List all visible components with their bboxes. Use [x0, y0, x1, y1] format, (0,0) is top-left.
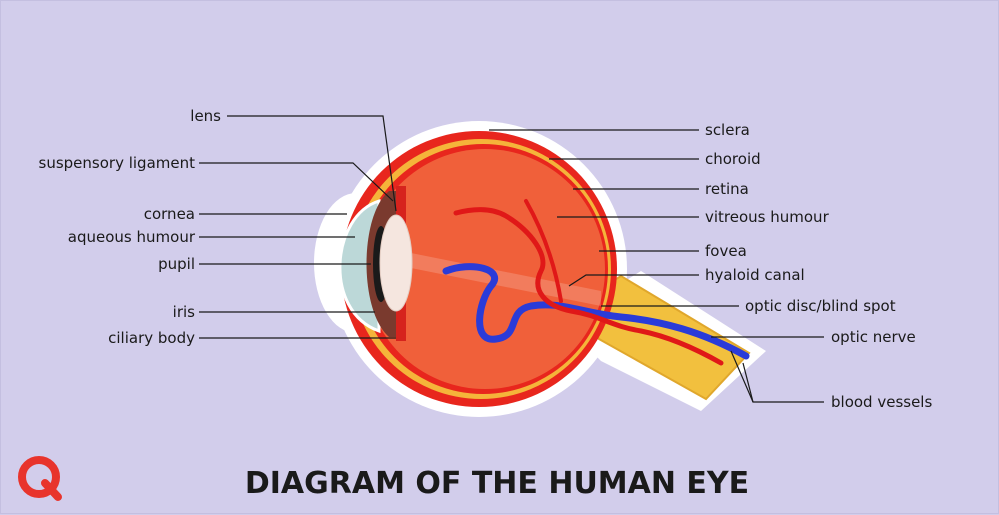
q-logo	[18, 456, 62, 501]
leader-lines-left	[199, 115, 397, 339]
label-blood-vessels: blood vessels	[831, 393, 932, 411]
lens-shape	[379, 214, 413, 312]
label-vitreous-humour: vitreous humour	[705, 208, 830, 226]
label-aqueous-humour: aqueous humour	[68, 228, 196, 246]
vein-path	[442, 263, 750, 360]
label-lens: lens	[190, 107, 221, 125]
label-pupil: pupil	[158, 255, 195, 273]
artery-branch	[524, 199, 563, 303]
label-suspensory-ligament: suspensory ligament	[39, 154, 196, 172]
diagram-title: DIAGRAM OF THE HUMAN EYE	[245, 466, 749, 501]
light-beam	[401, 251, 601, 306]
label-fovea: fovea	[705, 242, 747, 260]
label-hyaloid-canal: hyaloid canal	[705, 266, 805, 284]
label-iris: iris	[173, 303, 196, 321]
label-retina: retina	[705, 180, 749, 198]
artery-path	[453, 207, 724, 366]
label-choroid: choroid	[705, 150, 761, 168]
label-optic-disc: optic disc/blind spot	[745, 297, 896, 315]
label-cornea: cornea	[144, 205, 195, 223]
leader-lines-right	[489, 129, 824, 403]
label-ciliary-body: ciliary body	[108, 329, 195, 347]
label-optic-nerve: optic nerve	[831, 328, 916, 346]
label-sclera: sclera	[705, 121, 750, 139]
